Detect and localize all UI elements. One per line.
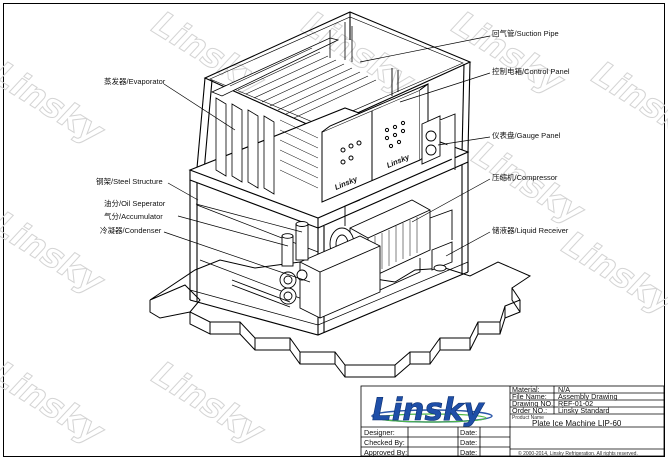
designer-label: Designer: [364,428,395,437]
date-label: Date: [460,438,477,447]
label-oil-separator: 油分/Oil Seperator [104,198,166,208]
watermark-text: Linsky [585,54,668,154]
evaporator-plates [210,22,377,195]
watermark-text: Linsky [445,4,572,104]
watermark-text: Linsky [145,4,272,104]
product-name-value: Plate Ice Machine LIP-60 [532,419,622,428]
watermark-text: Linsky [0,354,112,454]
copyright-text: © 2000-2014, Linsky Refrigeration. All r… [518,450,638,457]
label-liquid-receiver: 储液器/Liquid Receiver [492,225,569,235]
file-name-label: File Name: [512,392,547,401]
date-label: Date: [460,448,477,457]
drawing-no-label: Drawing NO.: [512,399,555,408]
title-block-logo: Linsky [371,392,493,428]
watermark-text: Linsky [145,354,272,454]
material-label: Material: [512,385,540,394]
company-logo: Linsky [372,392,486,428]
leader-lines [163,35,491,283]
compressor-assembly [231,199,453,319]
watermark-text: Linsky [0,204,112,304]
watermark-text: Linsky [555,224,668,324]
date-label: Date: [460,428,477,437]
label-accumulator: 气分/Accumulator [104,211,163,221]
drawing-border [3,3,665,457]
watermark-text: Linsky [0,54,112,154]
label-steel-structure: 钢架/Steel Structure [96,176,163,186]
product-name-label: Product Name [512,415,544,421]
label-condenser: 冷凝器/Condenser [100,225,162,235]
order-no-value: Linsky Standard [558,406,610,415]
label-gauge-panel: 仪表盘/Gauge Panel [492,130,561,140]
material-value: N/A [558,385,570,394]
control-cabinet [321,83,429,203]
approved-by-label: Approved By: [364,448,407,457]
label-suction-pipe: 回气管/Suction Pipe [492,28,559,38]
watermark-text: Linsky [465,134,592,234]
order-no-label: Order NO.: [512,406,547,415]
gauge-panel [391,68,456,170]
label-evaporator: 蒸发器/Evaporator [104,76,166,86]
label-control-panel: 控制电箱/Control Panel [492,66,570,76]
drawing-no-value: REF-01-02 [558,399,593,408]
file-name-value: Assembly Drawing [558,392,618,401]
label-compressor: 压缩机/Compressor [492,172,558,182]
checked-by-label: Checked By: [364,438,405,447]
